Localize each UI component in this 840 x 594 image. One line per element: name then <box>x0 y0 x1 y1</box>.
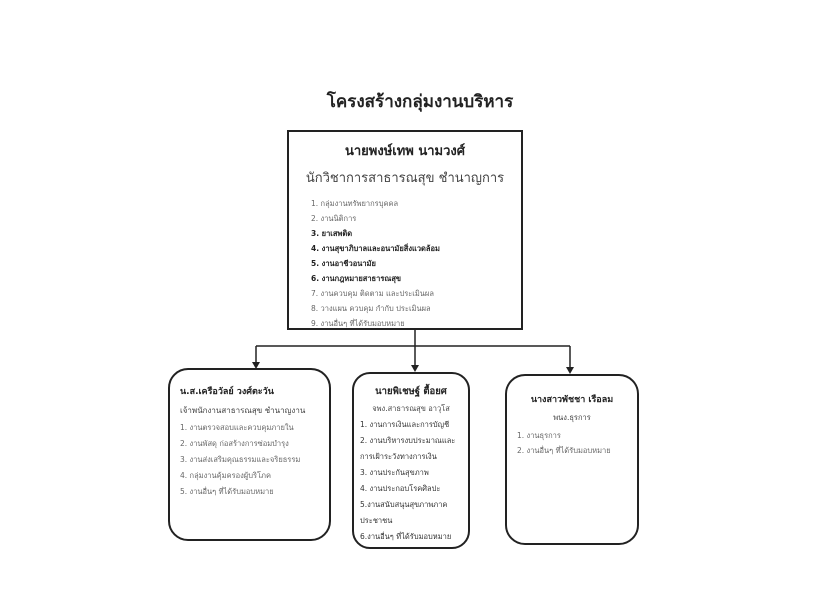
duty-item: ประชาชน <box>360 516 393 525</box>
duty-item: 1. กลุ่มงานทรัพยากรบุคคล <box>311 199 399 208</box>
duty-item: 7. งานควบคุม ติดตาม และประเมินผล <box>311 289 434 298</box>
duty-item: 2. งานอื่นๆ ที่ได้รับมอบหมาย <box>517 446 611 455</box>
staff-name: น.ส.เครือวัลย์ วงศ์ตะวัน <box>180 387 274 397</box>
duty-item: 1. งานตรวจสอบและควบคุมภายใน <box>180 423 294 432</box>
duty-item: 4. งานประกอบโรคศิลปะ <box>360 484 441 493</box>
head-name: นายพงษ์เทพ นามวงศ์ <box>344 144 466 159</box>
duty-item: 9. งานอื่นๆ ที่ได้รับมอบหมาย <box>311 319 405 328</box>
duty-item: 5. งานอื่นๆ ที่ได้รับมอบหมาย <box>180 487 274 496</box>
head-box: นายพงษ์เทพ นามวงศ์ นักวิชาการสาธารณสุข ช… <box>287 130 523 330</box>
duty-item: 5.งานสนับสนุนสุขภาพภาค <box>360 500 448 509</box>
staff-box-1: น.ส.เครือวัลย์ วงศ์ตะวัน เจ้าพนักงานสาธา… <box>168 368 331 541</box>
duty-item: 3. งานส่งเสริมคุณธรรมและจริยธรรม <box>180 455 301 464</box>
arrow-down-icon <box>252 362 260 369</box>
staff-position: จพง.สาธารณสุข อาวุโส <box>372 404 450 413</box>
staff-duty-list: 1. งานการเงินและการบัญชี 2. งานบริหารงบป… <box>360 417 462 545</box>
duty-item: 3. งานประกันสุขภาพ <box>360 468 429 477</box>
chart-title: โครงสร้างกลุ่มงานบริหาร <box>326 92 514 112</box>
duty-item: 8. วางแผน ควบคุม กำกับ ประเมินผล <box>311 304 431 313</box>
duty-item: 2. งานพัสดุ ก่อสร้างการซ่อมบำรุง <box>180 439 289 448</box>
head-position: นักวิชาการสาธารณสุข ชำนาญการ <box>305 171 505 186</box>
staff-name: นายพิเชษฐ์ ตื้อยศ <box>375 386 447 397</box>
duty-item: 1. งานธุรการ <box>517 431 561 440</box>
duty-item: การเฝ้าระวังทางการเงิน <box>360 452 437 461</box>
head-duty-list: 1. กลุ่มงานทรัพยากรบุคคล 2. งานนิติการ 3… <box>311 196 521 331</box>
duty-item: 3. ยาเสพติด <box>311 229 353 238</box>
duty-item: 5. งานอาชีวอนามัย <box>311 259 376 268</box>
staff-position: พนง.ธุรการ <box>553 413 591 422</box>
duty-item: 4. กลุ่มงานคุ้มครองผู้บริโภค <box>180 471 271 480</box>
duty-item: 1. งานการเงินและการบัญชี <box>360 420 450 429</box>
duty-item: 6.งานอื่นๆ ที่ได้รับมอบหมาย <box>360 532 452 541</box>
arrow-down-icon <box>411 365 419 372</box>
duty-item: 4. งานสุขาภิบาลและอนามัยสิ่งแวดล้อม <box>311 244 440 253</box>
duty-item: 2. งานนิติการ <box>311 214 357 223</box>
duty-item: 6. งานกฎหมายสาธารณสุข <box>311 274 402 283</box>
arrow-down-icon <box>566 367 574 374</box>
duty-item: 2. งานบริหารงบประมาณและ <box>360 436 456 445</box>
staff-box-3: นางสาวพัชชา เรือลม พนง.ธุรการ 1. งานธุรก… <box>505 374 639 545</box>
staff-position: เจ้าพนักงานสาธารณสุข ชำนาญงาน <box>180 406 306 415</box>
staff-box-2: นายพิเชษฐ์ ตื้อยศ จพง.สาธารณสุข อาวุโส 1… <box>352 372 470 549</box>
staff-name: นางสาวพัชชา เรือลม <box>530 395 614 405</box>
staff-duty-list: 1. งานธุรการ 2. งานอื่นๆ ที่ได้รับมอบหมา… <box>517 428 627 458</box>
staff-duty-list: 1. งานตรวจสอบและควบคุมภายใน 2. งานพัสดุ … <box>180 420 319 500</box>
